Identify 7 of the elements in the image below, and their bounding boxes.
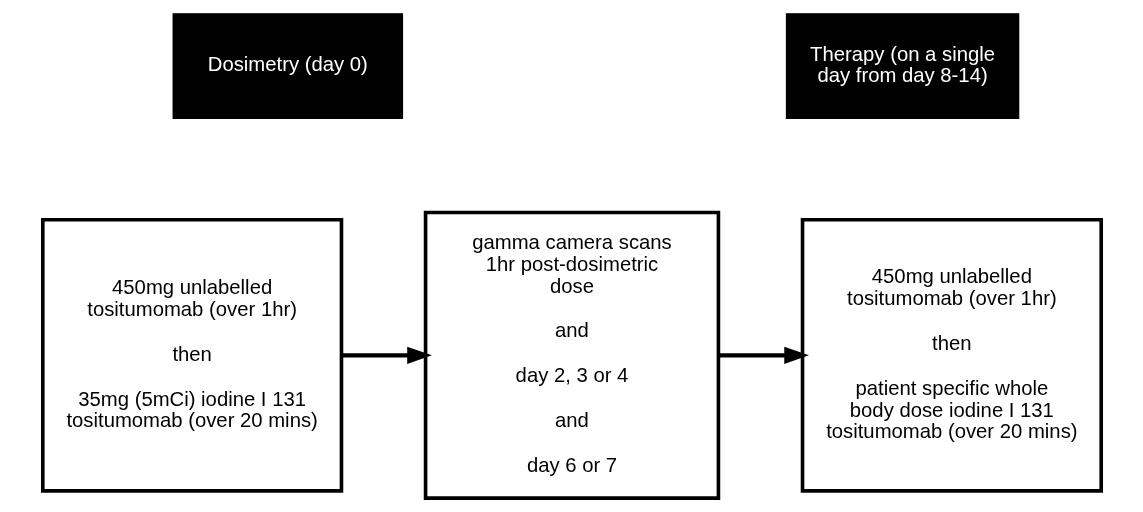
node-box: gamma camera scans 1hr post-dosimetric dose and day 2, 3 or 4 and day 6 or 7	[423, 210, 720, 500]
arrow	[341, 346, 432, 364]
node-box: Dosimetry (day 0)	[172, 13, 403, 119]
node-box: 450mg unlabelled tositumomab (over 1hr) then 35mg (5mCi) iodine I 131 tositumomab (over 20 mins)	[40, 217, 343, 493]
node-box: 450mg unlabelled tositumomab (over 1hr) then patient specific whole body dose iodine I 131 tositumomab (over 20 mins)	[800, 217, 1103, 493]
arrow	[718, 346, 809, 364]
node-box: Therapy (on a single day from day 8-14)	[785, 13, 1019, 119]
